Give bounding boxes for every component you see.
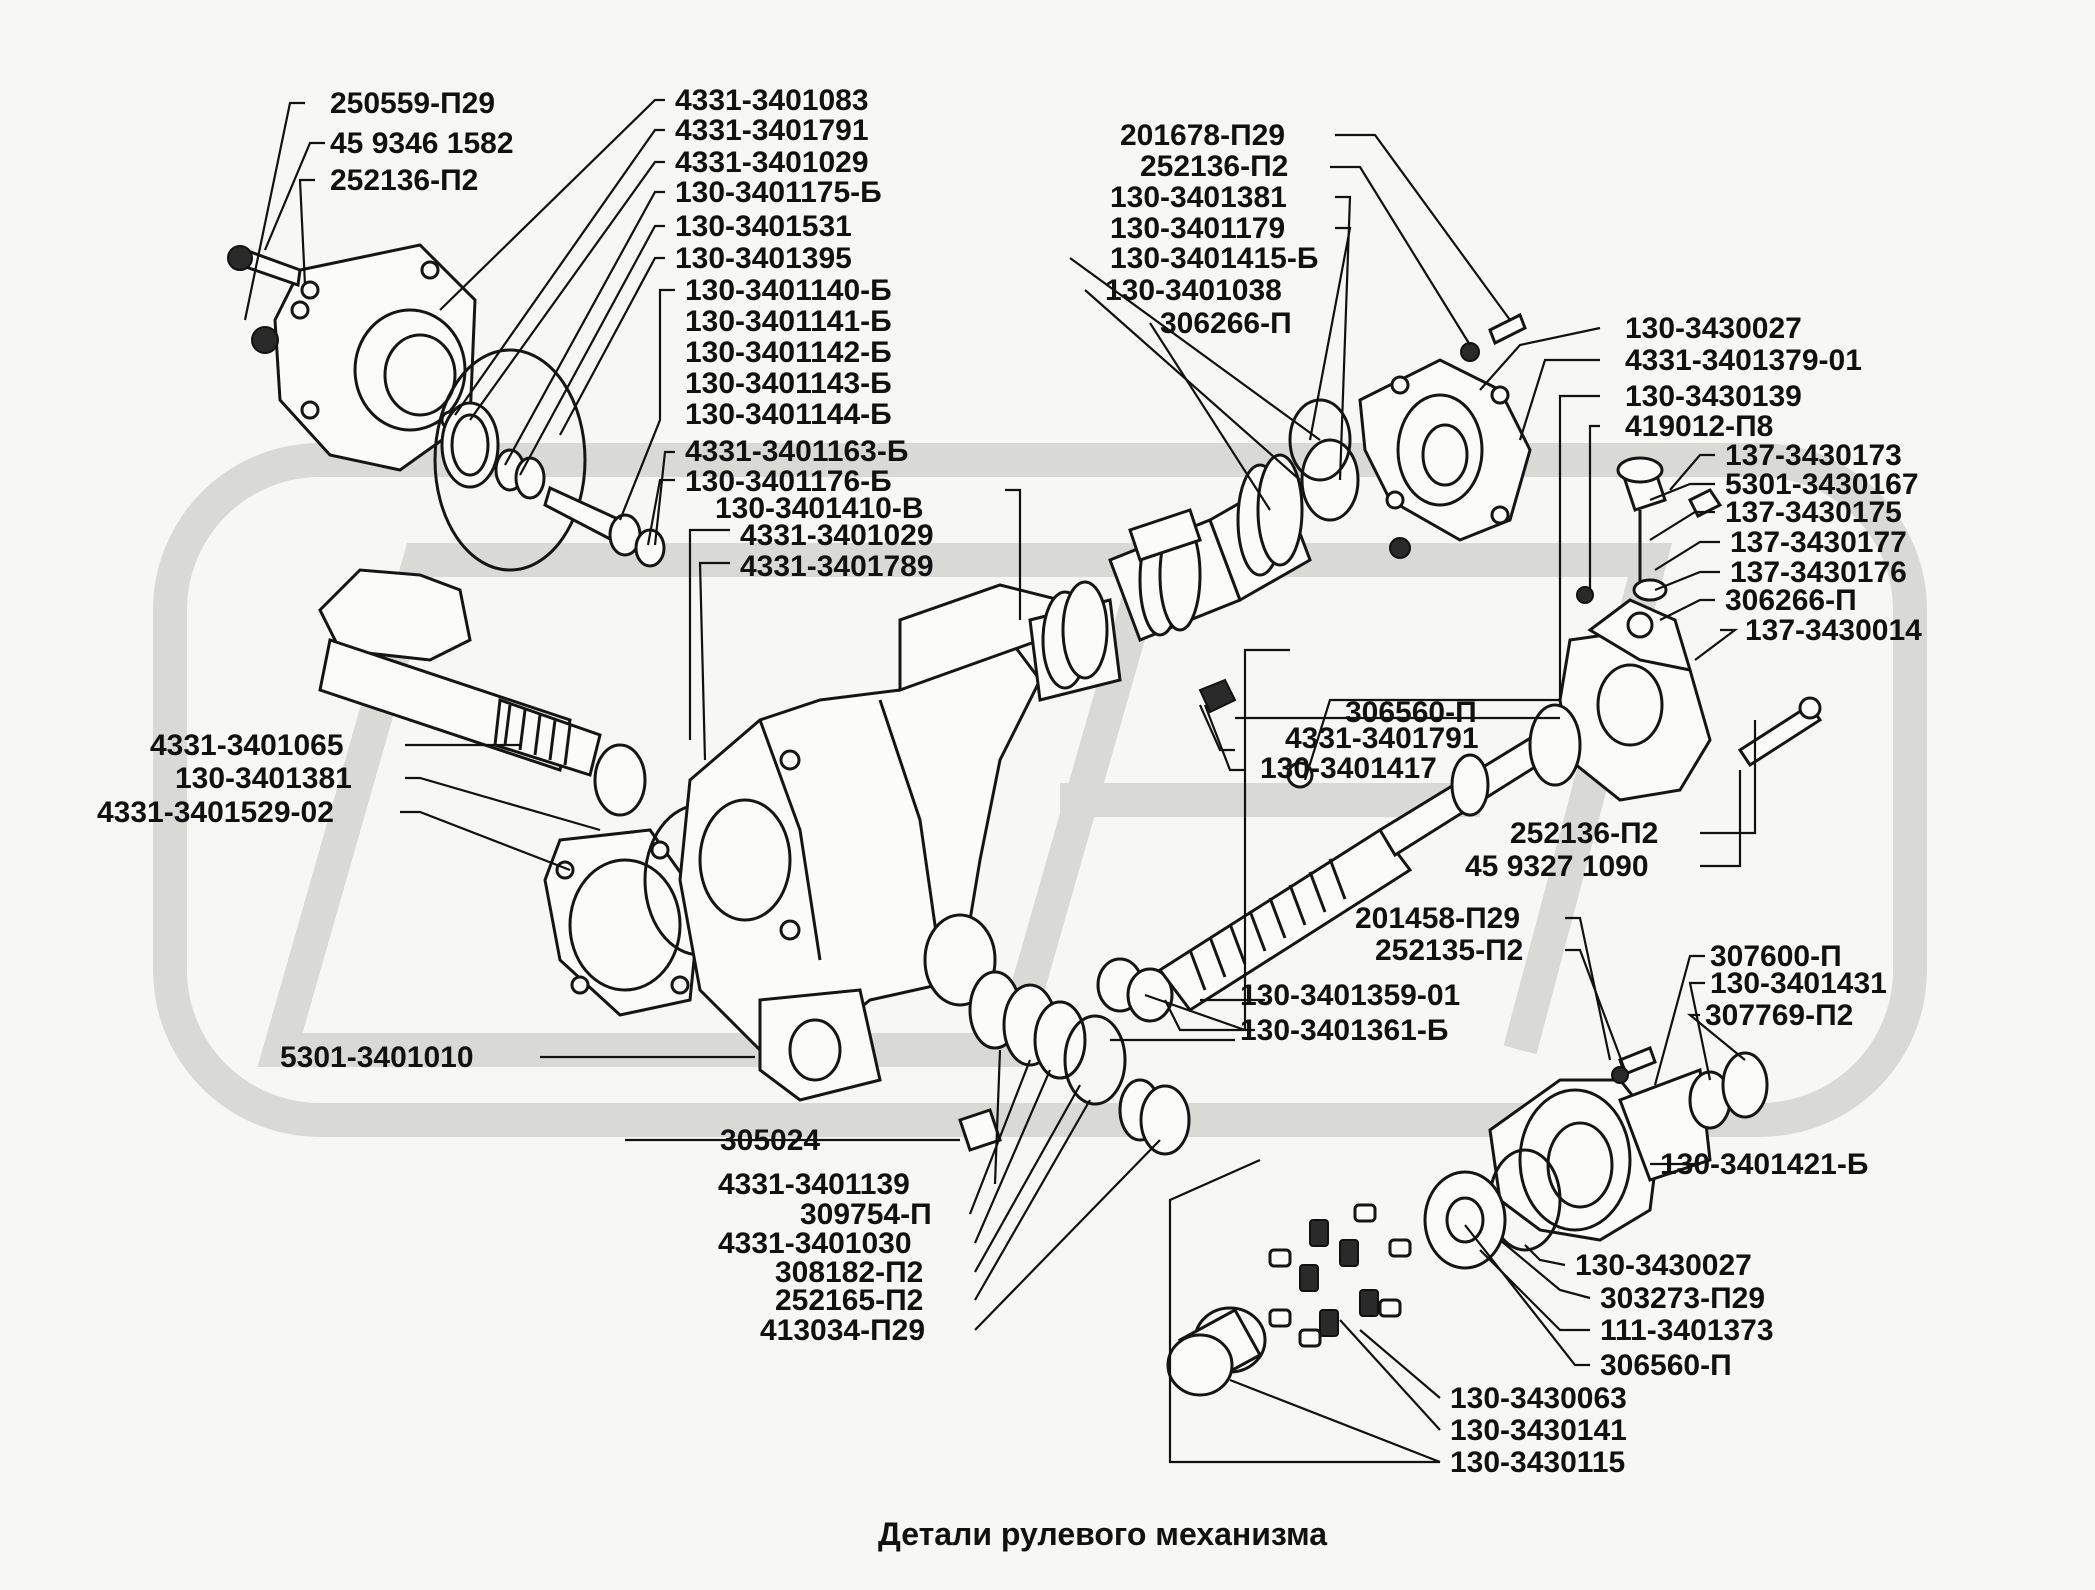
label-252136-p2: 252136-П2 bbox=[330, 164, 478, 197]
label-250559-p29: 250559-П29 bbox=[330, 87, 495, 120]
valve-body bbox=[1288, 312, 1532, 559]
label-130-3430027: 130-3430027 bbox=[1625, 312, 1802, 345]
label-45-9327-1090: 45 9327 1090 bbox=[1465, 850, 1649, 883]
label-252136-p2-c: 252136-П2 bbox=[1510, 817, 1658, 850]
label-130-3401395: 130-3401395 bbox=[675, 242, 852, 275]
label-306560-p-b: 306560-П bbox=[1600, 1349, 1732, 1382]
label-4331-3401791: 4331-3401791 bbox=[675, 114, 869, 147]
label-306266-p-b: 306266-П bbox=[1725, 584, 1857, 617]
label-4331-3401029-b: 4331-3401029 bbox=[740, 519, 934, 552]
part-number-labels: 250559-П29 45 9346 1582 252136-П2 4331-3… bbox=[97, 84, 1922, 1479]
springs-and-plungers bbox=[1166, 1203, 1412, 1397]
label-4331-3401789: 4331-3401789 bbox=[740, 550, 934, 583]
label-201678-p29: 201678-П29 bbox=[1120, 119, 1285, 152]
label-130-3401415-b: 130-3401415-Б bbox=[1110, 242, 1318, 275]
label-252165-p2: 252165-П2 bbox=[775, 1284, 923, 1317]
label-130-3401417: 130-3401417 bbox=[1260, 752, 1437, 785]
label-306266-p: 306266-П bbox=[1160, 307, 1292, 340]
label-130-3401531: 130-3401531 bbox=[675, 210, 852, 243]
label-137-3430176: 137-3430176 bbox=[1730, 556, 1907, 589]
sector-shaft bbox=[318, 568, 647, 817]
label-4331-3401083: 4331-3401083 bbox=[675, 84, 869, 117]
label-4331-3401030: 4331-3401030 bbox=[718, 1227, 912, 1260]
label-130-3401144-b: 130-3401144-Б bbox=[685, 398, 892, 431]
label-307769-p2: 307769-П2 bbox=[1705, 999, 1853, 1032]
label-5301-3401010: 5301-3401010 bbox=[280, 1041, 474, 1074]
label-4331-3401065: 4331-3401065 bbox=[150, 729, 344, 762]
label-130-3401421-b: 130-3401421-Б bbox=[1660, 1148, 1868, 1181]
label-5301-3430167: 5301-3430167 bbox=[1725, 468, 1919, 501]
label-130-3401359-01: 130-3401359-01 bbox=[1240, 979, 1460, 1012]
seal-rings-middle bbox=[968, 957, 1191, 1156]
label-413034-p29: 413034-П29 bbox=[760, 1314, 925, 1347]
worm-screw bbox=[1157, 717, 1572, 1013]
distributor-housing bbox=[1528, 456, 1823, 802]
label-130-3401431: 130-3401431 bbox=[1710, 967, 1887, 1000]
label-111-3401373: 111-3401373 bbox=[1600, 1314, 1774, 1347]
label-303273-p29: 303273-П29 bbox=[1600, 1282, 1765, 1315]
label-45-9346-1582: 45 9346 1582 bbox=[330, 127, 514, 160]
label-4331-3401029: 4331-3401029 bbox=[675, 146, 869, 179]
label-4331-3401139: 4331-3401139 bbox=[718, 1168, 910, 1201]
label-252136-p2-b: 252136-П2 bbox=[1140, 150, 1288, 183]
label-130-3401143-b: 130-3401143-Б bbox=[685, 367, 892, 400]
label-307600-p: 307600-П bbox=[1710, 940, 1842, 973]
label-201458-p29: 201458-П29 bbox=[1355, 902, 1520, 935]
label-130-3430063: 130-3430063 bbox=[1450, 1382, 1627, 1415]
label-4331-3401529-02: 4331-3401529-02 bbox=[97, 796, 334, 829]
label-130-3401175-b: 130-3401175-Б bbox=[675, 176, 882, 209]
gear-housing bbox=[678, 583, 1063, 1102]
label-252135-p2: 252135-П2 bbox=[1375, 934, 1523, 967]
label-309754-p: 309754-П bbox=[800, 1198, 932, 1231]
label-130-3430141: 130-3430141 bbox=[1450, 1414, 1627, 1447]
label-130-3401141-b: 130-3401141-Б bbox=[685, 305, 892, 338]
label-419012-p8: 419012-П8 bbox=[1625, 410, 1773, 443]
label-130-3401176-b: 130-3401176-Б bbox=[685, 465, 892, 498]
label-4331-3401791-b: 4331-3401791 bbox=[1285, 722, 1479, 755]
label-130-3401361-b: 130-3401361-Б bbox=[1240, 1014, 1448, 1047]
label-130-3430139: 130-3430139 bbox=[1625, 380, 1802, 413]
label-130-3401140-b: 130-3401140-Б bbox=[685, 274, 892, 307]
label-137-3430173: 137-3430173 bbox=[1725, 439, 1902, 472]
label-130-3430115: 130-3430115 bbox=[1450, 1446, 1625, 1479]
label-306560-p: 306560-П bbox=[1345, 696, 1477, 729]
top-left-seals bbox=[433, 348, 666, 572]
label-137-3430175: 137-3430175 bbox=[1725, 496, 1902, 529]
label-130-3401038: 130-3401038 bbox=[1105, 274, 1282, 307]
label-137-3430177: 137-3430177 bbox=[1730, 526, 1907, 559]
label-130-3430027-b: 130-3430027 bbox=[1575, 1249, 1752, 1282]
label-130-3401179: 130-3401179 bbox=[1110, 212, 1285, 245]
side-cover bbox=[543, 803, 757, 1017]
label-308182-p2: 308182-П2 bbox=[775, 1256, 923, 1289]
label-4331-3401163-b: 4331-3401163-Б bbox=[685, 435, 908, 468]
label-130-3401410-v: 130-3401410-В bbox=[715, 492, 924, 525]
piston-rack bbox=[1028, 453, 1312, 702]
label-4331-3401379-01: 4331-3401379-01 bbox=[1625, 344, 1862, 377]
reaction-housing bbox=[1423, 1046, 1769, 1270]
label-137-3430014: 137-3430014 bbox=[1745, 614, 1922, 647]
label-305024: 305024 bbox=[720, 1124, 820, 1157]
label-130-3401142-b: 130-3401142-Б bbox=[685, 336, 892, 369]
leader-lines bbox=[243, 98, 1757, 1464]
label-130-3401381-b: 130-3401381 bbox=[175, 762, 352, 795]
diagram-caption: Детали рулевого механизма bbox=[878, 1516, 1327, 1552]
label-130-3401381: 130-3401381 bbox=[1110, 181, 1287, 214]
